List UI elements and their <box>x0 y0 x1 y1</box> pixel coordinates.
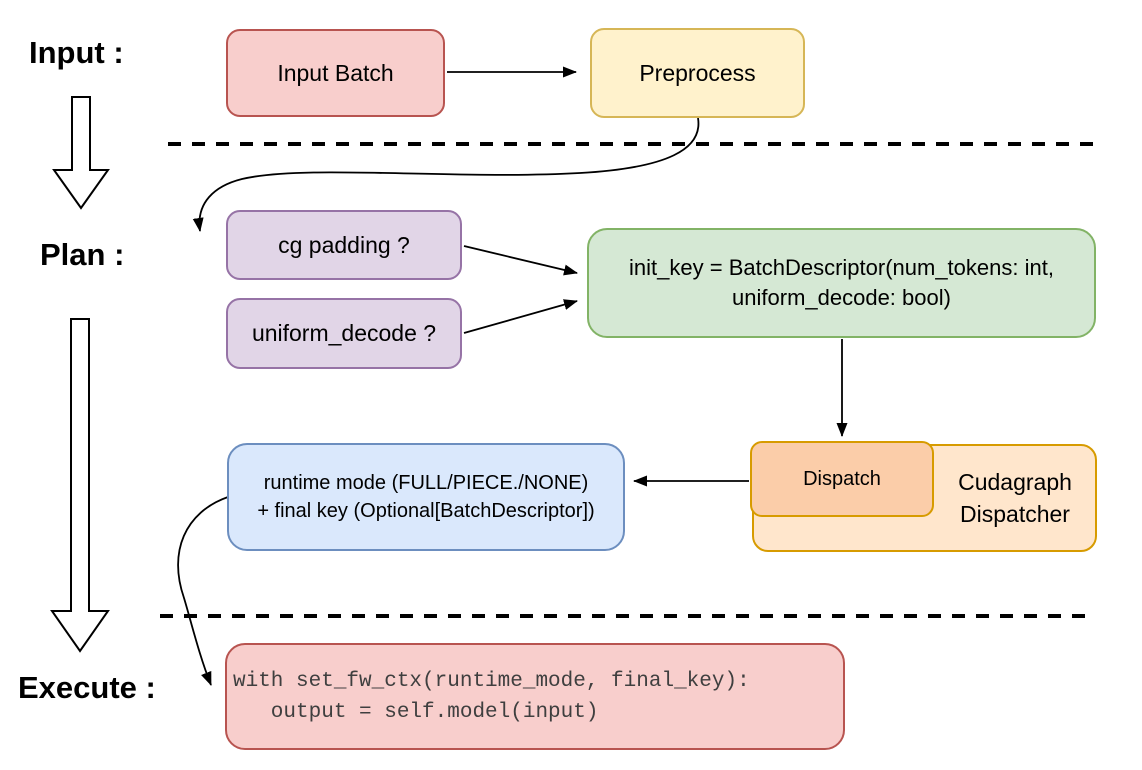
arrow-cg-padding-to-init-key <box>463 245 578 276</box>
execute-code-line1: with set_fw_ctx(runtime_mode, final_key)… <box>233 669 750 693</box>
execute-phase-label: Execute : <box>18 670 156 705</box>
plan-phase-label: Plan : <box>40 237 125 272</box>
execute-code-line2: output = self.model(input) <box>233 700 599 724</box>
runtime-mode-line1: runtime mode (FULL/PIECE./NONE) <box>263 472 589 494</box>
input-phase-label: Input : <box>29 35 124 70</box>
preprocess-label: Preprocess <box>639 59 756 86</box>
cg-padding-node: cg padding ? <box>226 210 462 280</box>
input-batch-label: Input Batch <box>277 59 394 86</box>
execute-code-node: with set_fw_ctx(runtime_mode, final_key)… <box>225 643 845 750</box>
init-key-line2: uniform_decode: bool) <box>732 285 951 310</box>
runtime-mode-line2: + final key (Optional[BatchDescriptor]) <box>257 500 595 522</box>
arrow-preprocess-to-cg-padding <box>192 117 700 232</box>
input-phase-flow-arrow-icon <box>52 96 110 210</box>
dispatch-label: Dispatch <box>803 467 881 490</box>
uniform-decode-node: uniform_decode ? <box>226 298 462 369</box>
input-batch-node: Input Batch <box>226 29 445 117</box>
init-key-line1: init_key = BatchDescriptor(num_tokens: i… <box>629 255 1054 280</box>
preprocess-node: Preprocess <box>590 28 805 118</box>
arrow-uniform-decode-to-init-key <box>463 299 578 334</box>
init-key-node: init_key = BatchDescriptor(num_tokens: i… <box>587 228 1096 338</box>
arrow-runtime-mode-to-execute-code <box>177 496 229 686</box>
dispatch-node: Dispatch <box>750 441 934 517</box>
cudagraph-dispatcher-label: Cudagraph Dispatcher <box>958 469 1072 527</box>
plan-phase-flow-arrow-icon <box>50 318 110 653</box>
uniform-decode-label: uniform_decode ? <box>251 320 437 346</box>
runtime-mode-node: runtime mode (FULL/PIECE./NONE) + final … <box>227 443 625 551</box>
cg-padding-label: cg padding ? <box>278 231 410 258</box>
